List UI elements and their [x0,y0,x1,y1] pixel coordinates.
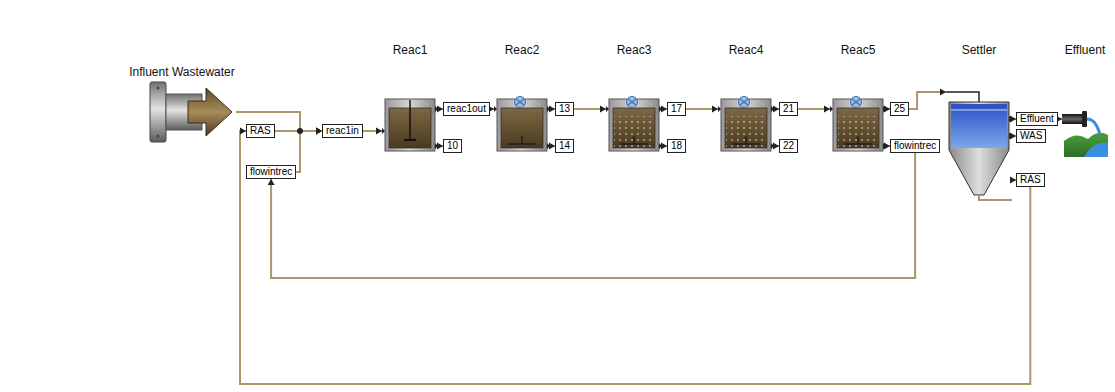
tag-label: 21 [783,103,794,114]
tag-label: 18 [671,140,682,151]
unit-label: Settler [962,43,997,58]
stream-tag: 17 [667,102,686,116]
stream-tag: reac1in [322,124,363,138]
stream-tag: Effluent [1016,112,1058,126]
tag-label: flowintrec [894,140,936,151]
stream-tag: WAS [1016,129,1046,143]
flow-connector [296,128,322,173]
stream-tag: RAS [1016,173,1045,187]
reac-icon [494,96,550,154]
reac-icon [382,96,438,154]
tag-label: 13 [559,103,570,114]
flow-connector [574,106,606,113]
stream-tag: 25 [890,102,909,116]
eff-icon [1062,95,1108,160]
reac-icon [718,96,774,154]
reactor-unit: Reac4 [718,40,774,154]
set-icon [946,60,1012,210]
effluent-unit: Effluent [1062,40,1108,160]
flow-connector [268,153,915,278]
flow-connector [798,106,830,113]
stream-tag: 13 [555,102,574,116]
flow-connector [909,89,946,110]
flow-connector [240,128,1030,385]
tag-label: flowintrec [250,166,292,177]
tag-label: Effluent [1020,113,1054,124]
settler-unit: Settler [946,40,1012,210]
stream-tag: 18 [667,139,686,153]
unit-label: Reac1 [393,43,428,58]
reactor-unit: Reac1 [382,40,438,154]
reactor-unit: Reac5 [830,40,886,154]
reac-icon [606,96,662,154]
unit-label: Reac3 [617,43,652,58]
reac-icon [830,96,886,154]
unit-label: Reac2 [505,43,540,58]
stream-tag: 14 [555,139,574,153]
flow-connector [363,128,382,135]
mixer-junction [297,128,303,134]
unit-label: Reac4 [729,43,764,58]
tag-label: reac1in [326,125,359,136]
flow-connector [686,106,718,113]
stream-tag: 22 [779,139,798,153]
stream-tag: flowintrec [890,139,940,153]
unit-label: Effluent [1065,43,1105,58]
stream-tag: reac1out [443,102,490,116]
tag-label: RAS [250,125,271,136]
tag-label: RAS [1020,174,1041,185]
tag-label: 14 [559,140,570,151]
tag-label: WAS [1020,130,1042,141]
reactor-unit: Reac2 [494,40,550,154]
inf-icon [128,77,236,147]
tag-label: 22 [783,140,794,151]
reactor-unit: Reac3 [606,40,662,154]
stream-tag: flowintrec [246,165,296,179]
influent-unit: Influent Wastewater [128,62,236,147]
tag-label: 25 [894,103,905,114]
tag-label: reac1out [447,103,486,114]
unit-label: Influent Wastewater [129,65,235,80]
tag-label: 10 [447,140,458,151]
tag-label: 17 [671,103,682,114]
stream-tag: RAS [246,124,275,138]
stream-tag: 10 [443,139,462,153]
unit-label: Reac5 [841,43,876,58]
stream-tag: 21 [779,102,798,116]
